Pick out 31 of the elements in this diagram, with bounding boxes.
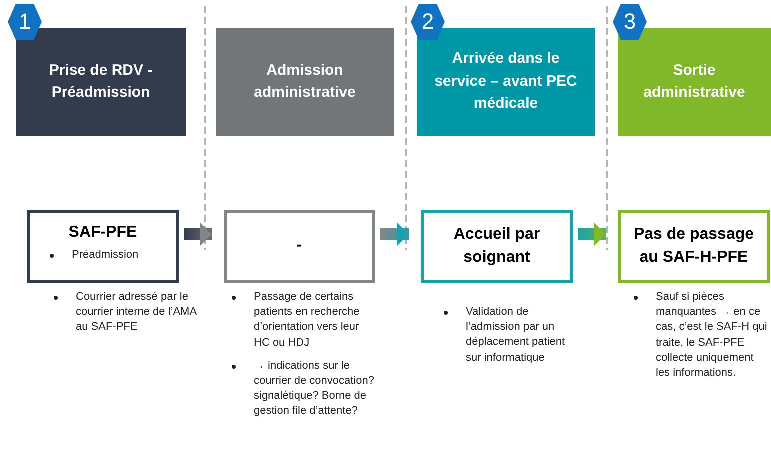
step-box [618, 210, 770, 283]
step-title: SAF-PFE [68, 222, 138, 243]
phase-title: Arrivée dans le service – avant PEC médicale [434, 49, 578, 114]
bullet-text: Sauf si pièces manquantes → en ce cas, c’est le SAF-H qui traite, le SAF-PFE collecte uniquement les informations. [656, 291, 768, 379]
phase-header [16, 28, 186, 136]
step-title: Pas de passage au SAF-H-PFE [632, 225, 756, 268]
step-number: 3 [624, 9, 636, 35]
step-title: - [296, 236, 302, 256]
bullet-text: Préadmission [72, 249, 139, 262]
arrow [184, 222, 212, 246]
phase-title: Sortie administrative [642, 60, 746, 103]
phase-header [618, 28, 771, 136]
bullet-text: → indications sur le courrier de convocation? signalétique? Borne de gestion file d’attente? [254, 360, 374, 418]
step-number-badge [7, 3, 43, 41]
bullet-text: Passage de certains patients en recherche d’orientation vers leur HC ou HDJ [254, 291, 360, 349]
phase-header [417, 28, 595, 136]
step-box [27, 210, 179, 283]
step-title: Accueil par soignant [452, 225, 542, 268]
bullet-text: Courrier adressé par le courrier interne de l’AMA au SAF-PFE [76, 291, 196, 334]
arrow [380, 222, 409, 246]
step-box [224, 210, 375, 283]
arrow [578, 222, 606, 246]
step-number: 1 [18, 9, 32, 35]
step-number: 2 [422, 9, 434, 35]
phase-header [216, 28, 394, 136]
phase-title: Prise de RDV - Préadmission [48, 60, 154, 103]
phase-title: Admission administrative [253, 60, 357, 103]
step-number-badge [410, 3, 446, 41]
bullet-text: Validation de l’admission par un déplacement patient sur informatique [466, 306, 566, 364]
step-box [421, 210, 573, 283]
step-number-badge [612, 3, 648, 41]
